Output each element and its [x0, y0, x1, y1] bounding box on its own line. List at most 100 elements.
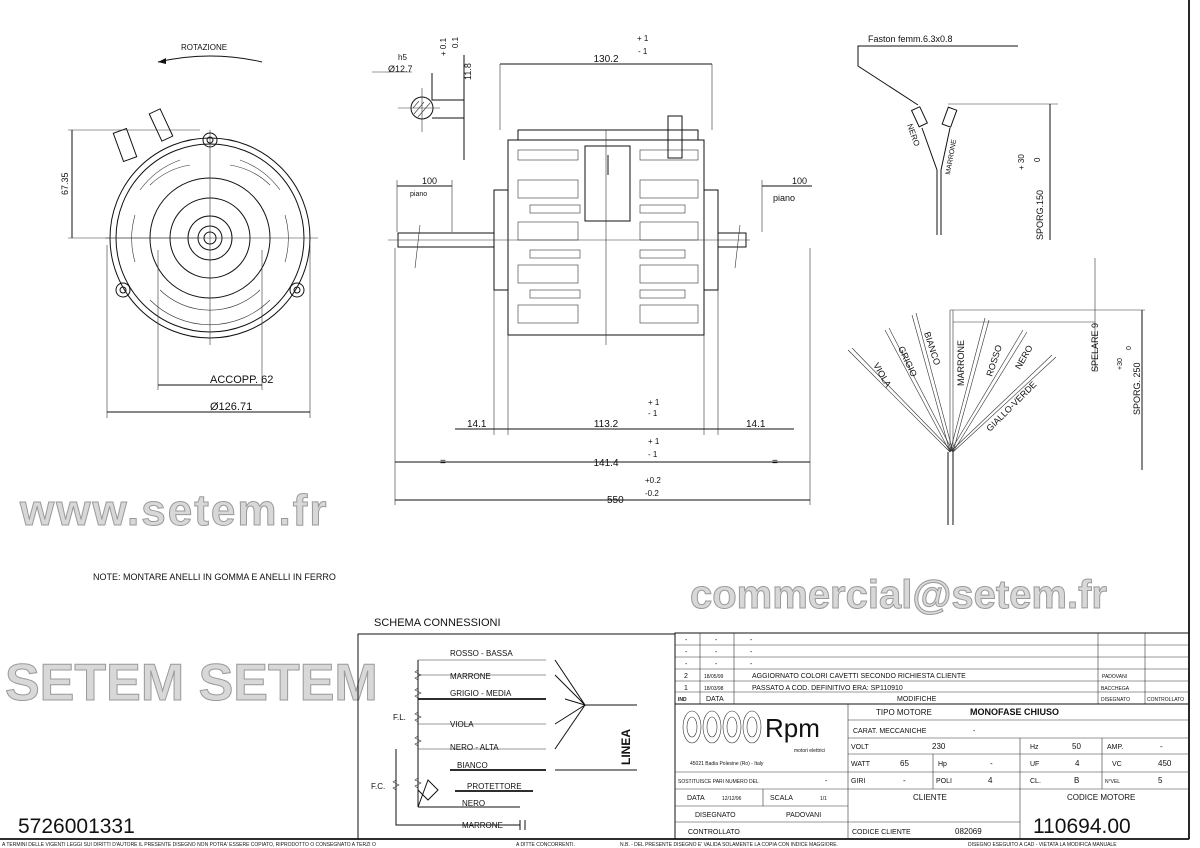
- faston-tol-zero: 0: [1033, 157, 1042, 162]
- flat-left-dim: 100: [422, 176, 437, 186]
- disegnato-label: DISEGNATO: [695, 812, 736, 819]
- cl-label: CL.: [1030, 778, 1041, 785]
- dim-130: 130.2: [593, 54, 618, 65]
- watermark-brand: SETEM SETEM: [5, 654, 378, 712]
- dim-550-plus: +0.2: [645, 476, 661, 485]
- flat-minus: 0.1: [451, 36, 460, 48]
- flat-right-dim: 100: [792, 176, 807, 186]
- lead-sporg: SPORG. 250: [1132, 362, 1142, 415]
- scala-label: SCALA: [770, 795, 793, 802]
- vc-label: VC: [1112, 761, 1122, 768]
- dim-550: 550: [607, 495, 624, 506]
- dim-height: 67.35: [60, 172, 70, 195]
- watt-label: WATT: [851, 761, 871, 768]
- schema-fc: F.C.: [371, 782, 385, 791]
- rev-drawn-by: BACCHEGA: [1101, 686, 1130, 692]
- rev-ind: -: [685, 637, 688, 644]
- schema-line-marrone: MARRONE: [450, 672, 491, 681]
- schema-title: SCHEMA CONNESSIONI: [374, 617, 501, 629]
- wire-nero: NERO: [1013, 343, 1035, 371]
- hp-label: Hp: [938, 761, 947, 768]
- company-name: Rpm: [765, 713, 820, 743]
- codice-motore-value: 110694.00: [1033, 815, 1131, 838]
- wire-grigio: GRIGIO: [896, 345, 919, 379]
- rev-header-changes: MODIFICHE: [897, 696, 937, 703]
- watermark-url: www.setem.fr: [19, 486, 328, 535]
- wire-marrone: MARRONE: [956, 340, 966, 386]
- lead-tol-zero: 0: [1126, 346, 1133, 350]
- schema-line-viola: VIOLA: [450, 720, 474, 729]
- dim-130-plus: + 1: [637, 34, 649, 43]
- rotation-arrowhead: [158, 58, 166, 64]
- schema-line-grigio-media: GRIGIO - MEDIA: [450, 689, 512, 698]
- wire-rosso: ROSSO: [984, 344, 1004, 378]
- codice-cliente-value: 082069: [955, 827, 982, 836]
- hz-value: 50: [1072, 742, 1081, 751]
- schema-line-bianco: BIANCO: [457, 761, 488, 770]
- uf-value: 4: [1075, 759, 1080, 768]
- volt-value: 230: [932, 742, 946, 751]
- poli-label: POLI: [936, 778, 952, 785]
- rev-header-checked: CONTROLLATO: [1147, 697, 1184, 703]
- rev-drawn-by: PADOVANI: [1102, 674, 1127, 680]
- rotation-label: ROTAZIONE: [181, 43, 227, 52]
- schema-line-protettore: PROTETTORE: [467, 782, 522, 791]
- giri-label: GIRI: [851, 778, 865, 785]
- lead-wires: VIOLA GRIGIO BIANCO MARRONE ROSSO NERO G…: [847, 258, 1145, 525]
- rev-change: -: [750, 649, 753, 656]
- faston-label: Faston femm.6.3x0.8: [868, 34, 953, 44]
- rev-date: -: [715, 649, 718, 656]
- revision-table: - - - - - - - - - 2 18/05/99 AGGIORNATO …: [678, 637, 1184, 703]
- schema-line-nero-alta: NERO - ALTA: [450, 743, 499, 752]
- codice-motore-label: CODICE MOTORE: [1067, 793, 1135, 802]
- footer-copyright: A TERMINI DELLE VIGENTI LEGGI SUI DIRITT…: [2, 842, 376, 848]
- dim-113-plus: + 1: [648, 398, 660, 407]
- hz-label: Hz: [1030, 744, 1039, 751]
- nvel-value: 5: [1158, 776, 1163, 785]
- dim-113: 113.2: [594, 419, 619, 430]
- shaft-section: h5 Ø12.7 + 0.1 0.1 11.8: [372, 36, 473, 160]
- scala-value: 1/1: [820, 796, 827, 802]
- tipo-motore-value: MONOFASE CHIUSO: [970, 707, 1059, 717]
- equal-right: =: [772, 457, 778, 468]
- rev-change: -: [750, 637, 753, 644]
- rev-header-ind: IND: [678, 697, 687, 703]
- rev-header-drawn: DISEGNATO: [1101, 697, 1130, 703]
- drawing-number: 5726001331: [18, 815, 135, 838]
- uf-label: UF: [1030, 761, 1039, 768]
- schema-line-marrone-2: MARRONE: [462, 821, 503, 830]
- dim-14-right: 14.1: [746, 419, 766, 430]
- footer-nb: N.B. - DEL PRESENTE DISEGNO E' VALIDA SO…: [620, 842, 838, 848]
- rev-ind: -: [685, 649, 688, 656]
- schema-line-rosso-bassa: ROSSO - BASSA: [450, 649, 513, 658]
- spelare-label: SPELARE 9: [1090, 323, 1100, 372]
- shaft-tolerance: h5: [398, 53, 407, 62]
- dim-14-left: 14.1: [467, 419, 487, 430]
- company-subtitle: motori elettrici: [794, 748, 825, 754]
- faston-sporg: SPORG.150: [1035, 190, 1045, 240]
- footer-cad: DISEGNO ESEGUITO A CAD - VIETATA LA MODI…: [968, 842, 1117, 848]
- connection-schema: SCHEMA CONNESSIONI ROSSO - BASSA MARRONE…: [357, 617, 676, 840]
- disegnato-value: PADOVANI: [786, 812, 821, 819]
- rev-date: 18/03/98: [704, 686, 724, 692]
- rev-date: -: [715, 637, 718, 644]
- cliente-label: CLIENTE: [913, 793, 947, 802]
- amp-value: -: [1160, 742, 1163, 751]
- controllato-label: CONTROLLATO: [688, 829, 740, 836]
- rev-change: AGGIORNATO COLORI CAVETTI SECONDO RICHIE…: [752, 673, 966, 680]
- rev-date: -: [715, 661, 718, 668]
- equal-left: =: [440, 457, 446, 468]
- vc-value: 450: [1158, 759, 1172, 768]
- hp-value: -: [990, 759, 993, 768]
- poli-value: 4: [988, 776, 993, 785]
- dim-130-minus: - 1: [638, 47, 648, 56]
- faston-tol-plus: + 30: [1017, 154, 1026, 170]
- volt-label: VOLT: [851, 744, 869, 751]
- data-value: 12/12/96: [722, 796, 742, 802]
- dim-550-minus: -0.2: [645, 489, 659, 498]
- sostituisce-value: -: [825, 778, 828, 785]
- watermark-email: commercial@setem.fr: [690, 573, 1107, 617]
- rev-change: -: [750, 661, 753, 668]
- carat-label: CARAT. MECCANICHE: [853, 728, 927, 735]
- schema-linea: LINEA: [619, 729, 633, 765]
